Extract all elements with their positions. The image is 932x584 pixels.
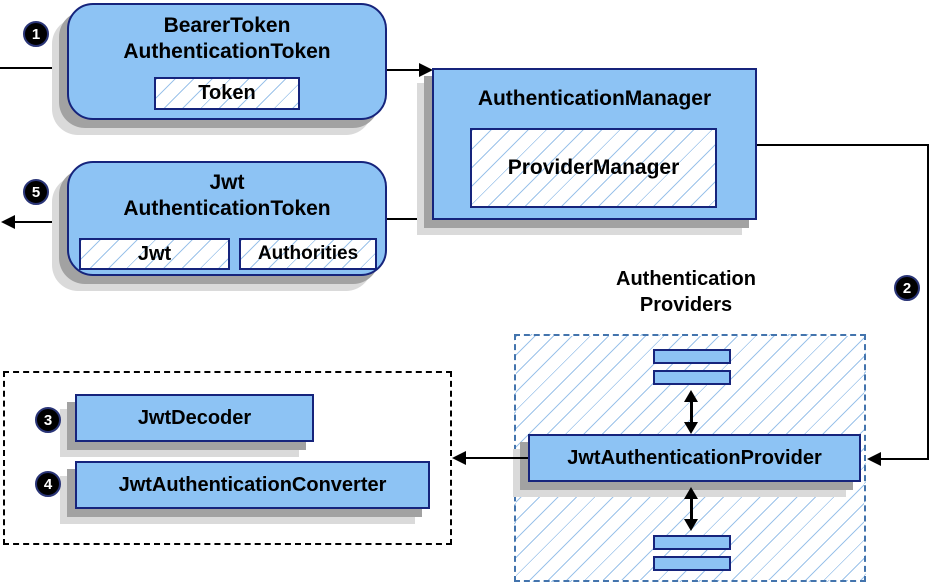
- provider-manager-chip: ProviderManager: [470, 128, 717, 208]
- jwt-chip: Jwt: [79, 238, 230, 270]
- decoder-converter-group-box: JwtDecoder JwtAuthenticationConverter: [3, 371, 452, 545]
- authorities-chip-label: Authorities: [257, 243, 359, 264]
- jwt-authentication-converter-box: JwtAuthenticationConverter: [75, 461, 430, 509]
- step-2-badge: 2: [894, 275, 920, 301]
- outgoing-response-arrowhead-icon: [1, 215, 15, 229]
- authentication-manager-box: AuthenticationManager ProviderManager: [432, 68, 757, 220]
- provider-manager-chip-label: ProviderManager: [507, 156, 680, 179]
- step-1-number: 1: [31, 25, 41, 43]
- jwt-token-title-line1: Jwt: [209, 171, 245, 194]
- bearer-to-manager-line: [387, 69, 421, 71]
- provider-slot-bar-top-1: [653, 349, 731, 364]
- authentication-providers-title: Authentication Providers: [561, 266, 811, 318]
- token-chip-label: Token: [198, 82, 256, 104]
- authentication-providers-title-line1: Authentication: [616, 268, 756, 290]
- jwt-decoder-box: JwtDecoder: [75, 394, 314, 442]
- jwt-authentication-token-box: Jwt AuthenticationToken Jwt Authorities: [67, 161, 387, 276]
- jwt-decoder-label: JwtDecoder: [137, 406, 252, 429]
- authentication-providers-group-box: JwtAuthenticationProvider: [514, 334, 866, 582]
- step-3-number: 3: [43, 411, 53, 429]
- authentication-manager-title: AuthenticationManager: [434, 86, 755, 112]
- jwt-authentication-provider-label: JwtAuthenticationProvider: [567, 446, 822, 469]
- provider-slot-bar-bottom-2: [653, 556, 731, 571]
- bearer-token-authentication-token-box: BearerToken AuthenticationToken Token: [67, 3, 387, 120]
- provider-slot-bar-bottom-1: [653, 535, 731, 550]
- step-4-badge: 4: [35, 471, 61, 497]
- double-arrow-top-icon: [682, 390, 700, 434]
- step-2-number: 2: [902, 279, 912, 297]
- bearer-token-title-line1: BearerToken: [163, 14, 291, 37]
- bearer-token-title-line2: AuthenticationToken: [123, 40, 331, 63]
- bearer-to-manager-arrowhead-icon: [419, 63, 433, 77]
- step-3-badge: 3: [35, 407, 61, 433]
- jwt-chip-label: Jwt: [137, 242, 172, 265]
- provider-to-decoder-line: [465, 457, 528, 459]
- jwt-authentication-provider-box: JwtAuthenticationProvider: [528, 434, 861, 482]
- outgoing-response-line: [13, 221, 68, 223]
- authentication-providers-title-line2: Providers: [639, 294, 733, 316]
- jwt-authentication-converter-label: JwtAuthenticationConverter: [118, 473, 387, 496]
- manager-to-jwt-token-line: [387, 218, 433, 220]
- provider-slot-bar-top-2: [653, 370, 731, 385]
- manager-to-provider-line-bottom: [880, 458, 929, 460]
- manager-to-provider-line-top: [757, 144, 929, 146]
- step-4-number: 4: [43, 475, 53, 493]
- step-5-number: 5: [31, 183, 41, 201]
- manager-to-provider-arrowhead-icon: [867, 452, 881, 466]
- authentication-manager-title-text: AuthenticationManager: [477, 87, 712, 110]
- incoming-request-line: [0, 67, 68, 69]
- manager-to-provider-line-vertical: [927, 144, 929, 460]
- step-5-badge: 5: [23, 179, 49, 205]
- authorities-chip: Authorities: [239, 238, 377, 270]
- jwt-token-title-line2: AuthenticationToken: [123, 197, 331, 220]
- double-arrow-bottom-icon: [682, 487, 700, 531]
- provider-to-decoder-arrowhead-icon: [452, 451, 466, 465]
- step-1-badge: 1: [23, 21, 49, 47]
- token-chip: Token: [154, 77, 300, 110]
- jwt-token-title: Jwt AuthenticationToken: [69, 170, 385, 222]
- bearer-token-title: BearerToken AuthenticationToken: [69, 13, 385, 65]
